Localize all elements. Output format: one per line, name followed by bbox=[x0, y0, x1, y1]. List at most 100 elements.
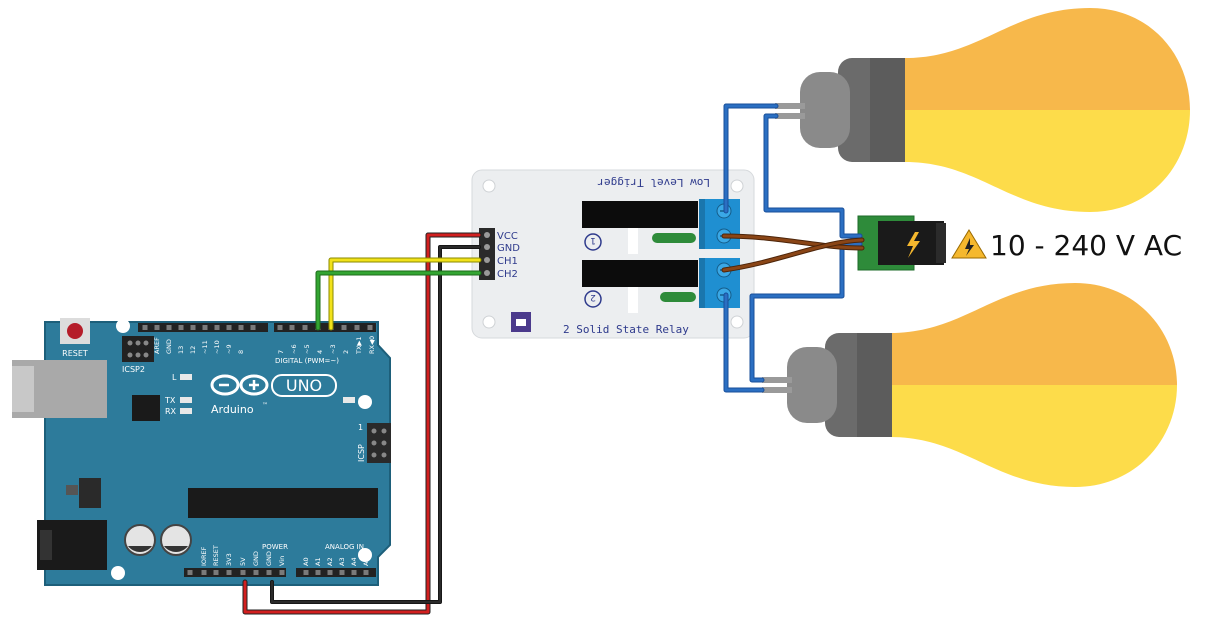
led-tx-label: TX bbox=[164, 396, 176, 405]
analog-pin-label: A0 bbox=[302, 557, 310, 566]
relay-pin-header bbox=[479, 228, 495, 280]
wire-green-ch2 bbox=[315, 270, 482, 331]
digital-label: DIGITAL (PWM=~) bbox=[275, 357, 339, 365]
digital-pin-label: ~5 bbox=[303, 344, 311, 354]
uno-badge bbox=[271, 374, 337, 397]
digital-pin bbox=[166, 325, 172, 330]
pin-label-gnd: GND bbox=[165, 339, 173, 354]
reset-label: RESET bbox=[62, 349, 88, 358]
model-name: UNO bbox=[286, 376, 322, 395]
analog-pin-label: A4 bbox=[350, 557, 358, 566]
digital-pin bbox=[190, 325, 196, 330]
pin-label-ch1: CH1 bbox=[497, 256, 518, 267]
digital-pin-label: 7 bbox=[277, 350, 285, 354]
power-pin bbox=[240, 570, 246, 575]
digital-pin bbox=[367, 325, 373, 330]
digital-pin bbox=[302, 325, 308, 330]
power-pin-label: IOREF bbox=[200, 546, 208, 566]
digital-pin-label: TX▶1 bbox=[355, 336, 363, 355]
light-bulb-top bbox=[775, 8, 1190, 212]
analog-pin bbox=[327, 570, 333, 575]
mount-hole-icon bbox=[111, 566, 125, 580]
screw-terminal-1 bbox=[699, 199, 740, 249]
channel-1-mark: 1 bbox=[590, 235, 596, 245]
relay-chip-1 bbox=[582, 201, 698, 228]
digital-pin bbox=[250, 325, 256, 330]
power-pin-label: GND bbox=[252, 551, 260, 566]
analog-pin bbox=[315, 570, 321, 575]
digital-pin bbox=[238, 325, 244, 330]
relay-chip-2 bbox=[582, 260, 698, 287]
digital-pin-label: 8 bbox=[237, 350, 245, 354]
wire-yellow-ch1 bbox=[328, 257, 482, 331]
power-pin bbox=[253, 570, 259, 575]
lightning-bolt-icon bbox=[907, 232, 920, 258]
power-pin-label: Vin bbox=[278, 556, 286, 566]
pin-label-ch2: CH2 bbox=[497, 269, 518, 280]
power-pin bbox=[201, 570, 207, 575]
atmega-chip bbox=[188, 488, 378, 518]
led-rx bbox=[180, 408, 192, 414]
power-pin bbox=[187, 570, 193, 575]
icsp-pin1: 1 bbox=[358, 423, 363, 432]
mount-hole-icon bbox=[482, 179, 496, 193]
power-pin-label: GND bbox=[265, 551, 273, 566]
icsp-header bbox=[367, 423, 391, 463]
digital-pin-label: 4 bbox=[316, 350, 324, 354]
power-pin-label: 3V3 bbox=[225, 553, 233, 566]
relay-title: Low Level Trigger bbox=[597, 176, 710, 189]
digital-pin-label: 2 bbox=[342, 350, 350, 354]
digital-pin-label: ~9 bbox=[225, 344, 233, 354]
voltage-label: 10 - 240 V AC bbox=[990, 229, 1182, 262]
power-pin bbox=[266, 570, 272, 575]
digital-pin-label: 12 bbox=[189, 346, 197, 354]
digital-pin bbox=[178, 325, 184, 330]
digital-pin bbox=[142, 325, 148, 330]
digital-pin bbox=[341, 325, 347, 330]
analog-pin-label: A5 bbox=[362, 557, 370, 566]
led-tx bbox=[180, 397, 192, 403]
icsp2-label: ICSP2 bbox=[122, 365, 145, 374]
digital-pin bbox=[354, 325, 360, 330]
digital-pin bbox=[154, 325, 160, 330]
power-pin bbox=[279, 570, 285, 575]
solid-state-relay-module: 1 2 Low Level Trigger 2 Solid State Rela… bbox=[471, 169, 755, 339]
led-l-label: L bbox=[172, 373, 177, 382]
channel-2-icon bbox=[584, 290, 602, 308]
led-on-label: ON bbox=[358, 396, 370, 405]
pin-label-gnd: GND bbox=[497, 243, 520, 254]
analog-pin-label: A3 bbox=[338, 557, 346, 566]
analog-pin bbox=[351, 570, 357, 575]
analog-header bbox=[296, 568, 376, 577]
mount-hole-icon bbox=[116, 319, 130, 333]
led-on bbox=[343, 397, 355, 403]
resistor-1 bbox=[652, 233, 696, 243]
power-header bbox=[184, 568, 286, 577]
digital-pin bbox=[226, 325, 232, 330]
led-rx-label: RX bbox=[165, 407, 177, 416]
resistor-2 bbox=[660, 292, 696, 302]
mount-hole-icon bbox=[730, 179, 744, 193]
mount-hole-icon bbox=[730, 315, 744, 329]
analog-pin-label: A2 bbox=[326, 557, 334, 566]
digital-pin bbox=[277, 325, 283, 330]
digital-pin-label: 13 bbox=[177, 346, 185, 354]
led-l bbox=[180, 374, 192, 380]
digital-pin-label: ~3 bbox=[329, 344, 337, 354]
power-pin bbox=[213, 570, 219, 575]
screw-terminal-2 bbox=[699, 258, 740, 308]
channel-1-icon bbox=[584, 233, 602, 251]
analog-pin bbox=[339, 570, 345, 575]
analog-label: ANALOG IN bbox=[325, 543, 364, 551]
arduino-logo-icon bbox=[210, 374, 269, 396]
relay-name: 2 Solid State Relay bbox=[563, 323, 689, 336]
power-pin-label: 5V bbox=[239, 557, 247, 566]
digital-pin bbox=[214, 325, 220, 330]
analog-pin bbox=[363, 570, 369, 575]
logo-text: Arduino bbox=[211, 403, 254, 416]
digital-pin-label: ~11 bbox=[201, 340, 209, 354]
ac-power-source: 10 - 240 V AC bbox=[857, 215, 1182, 271]
wires bbox=[242, 103, 865, 615]
light-bulb-bottom bbox=[762, 283, 1177, 487]
voltage-regulator bbox=[79, 478, 101, 508]
